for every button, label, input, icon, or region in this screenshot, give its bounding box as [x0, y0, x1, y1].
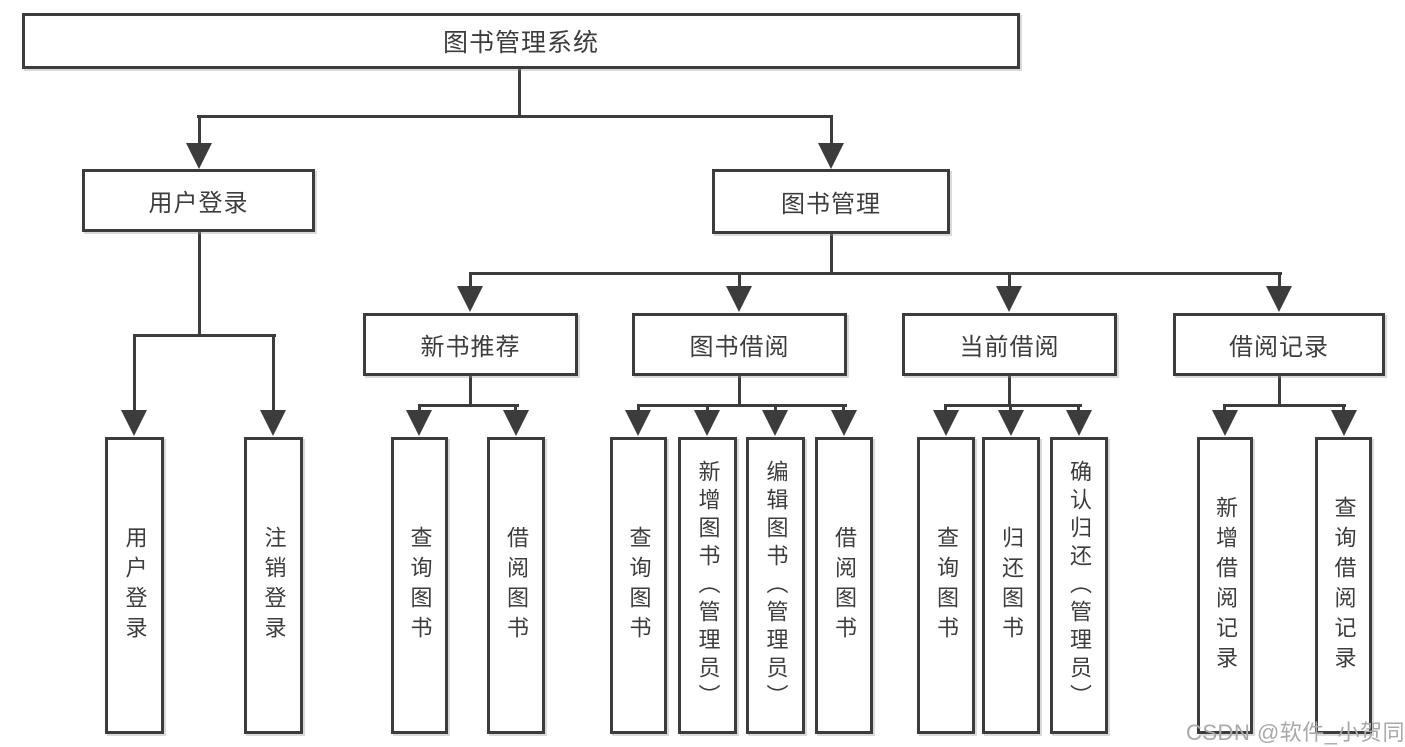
leaf-query-books-recommend: 查询图书 — [391, 437, 448, 734]
leaf-borrow-books-recommend: 借阅图书 — [487, 437, 545, 734]
watermark: CSDN @软件_小贺同学 — [1186, 720, 1405, 745]
arrowhead-down-icon — [933, 410, 959, 436]
leaf-add-book-admin: 新增图书（管理员） — [678, 437, 737, 734]
node-root: 图书管理系统 — [22, 13, 1020, 69]
leaf-confirm-return-admin: 确认归还（管理员） — [1050, 437, 1108, 734]
arrowhead-down-icon — [762, 410, 788, 436]
connector-line — [1009, 404, 1012, 414]
arrowhead-down-icon — [406, 410, 432, 436]
arrowhead-down-icon — [503, 410, 529, 436]
arrowhead-down-icon — [1212, 410, 1238, 436]
node-borrow-records: 借阅记录 — [1173, 313, 1385, 376]
node-book-borrow: 图书借阅 — [632, 313, 847, 376]
arrowhead-down-icon — [818, 143, 844, 169]
connector-line — [469, 272, 472, 290]
connector-line — [738, 272, 741, 290]
leaf-query-books-borrow: 查询图书 — [610, 437, 667, 734]
arrowhead-down-icon — [1066, 410, 1092, 436]
leaf-return-books: 归还图书 — [982, 437, 1040, 734]
connector-line — [469, 376, 472, 407]
connector-line — [1278, 376, 1281, 407]
connector-line — [1223, 404, 1346, 407]
arrowhead-down-icon — [996, 286, 1022, 312]
connector-line — [706, 404, 709, 414]
node-new-book-recommend: 新书推荐 — [363, 313, 578, 376]
connector-line — [1223, 404, 1226, 414]
arrowhead-down-icon — [1266, 286, 1292, 312]
connector-line — [272, 334, 275, 414]
connector-line — [830, 234, 833, 275]
connector-line — [830, 115, 833, 147]
leaf-borrow-books: 借阅图书 — [815, 437, 873, 734]
leaf-query-borrow-record: 查询借阅记录 — [1315, 437, 1372, 734]
connector-line — [1278, 272, 1281, 290]
node-current-borrow: 当前借阅 — [902, 313, 1117, 376]
connector-line — [637, 404, 640, 414]
node-book-management: 图书管理 — [712, 169, 950, 234]
connector-line — [1077, 404, 1080, 414]
connector-line — [198, 115, 201, 147]
leaf-add-borrow-record: 新增借阅记录 — [1197, 437, 1253, 734]
connector-line — [944, 404, 947, 414]
arrowhead-down-icon — [260, 410, 286, 436]
arrowhead-down-icon — [121, 410, 147, 436]
connector-line — [637, 404, 847, 407]
connector-line — [738, 376, 741, 407]
arrowhead-down-icon — [831, 410, 857, 436]
node-user-login: 用户登录 — [82, 169, 315, 232]
connector-line — [1008, 376, 1011, 407]
arrowhead-down-icon — [1331, 410, 1357, 436]
leaf-user-login: 用户登录 — [105, 437, 164, 734]
connector-line — [133, 334, 136, 414]
arrowhead-down-icon — [998, 410, 1024, 436]
connector-line — [198, 232, 201, 337]
connector-line — [197, 115, 833, 118]
connector-line — [518, 69, 521, 118]
connector-line — [418, 404, 519, 407]
connector-line — [1008, 272, 1011, 290]
connector-line — [514, 404, 517, 414]
connector-line — [1342, 404, 1345, 414]
connector-line — [133, 334, 276, 337]
connector-line — [418, 404, 421, 414]
leaf-logout: 注销登录 — [244, 437, 303, 734]
connector-line — [944, 404, 1082, 407]
connector-line — [842, 404, 845, 414]
arrowhead-down-icon — [726, 286, 752, 312]
arrowhead-down-icon — [186, 143, 212, 169]
leaf-query-books-current: 查询图书 — [917, 437, 975, 734]
arrowhead-down-icon — [457, 286, 483, 312]
arrowhead-down-icon — [625, 410, 651, 436]
connector-line — [774, 404, 777, 414]
connector-line — [469, 272, 1282, 275]
leaf-edit-book-admin: 编辑图书（管理员） — [746, 437, 805, 734]
arrowhead-down-icon — [694, 410, 720, 436]
